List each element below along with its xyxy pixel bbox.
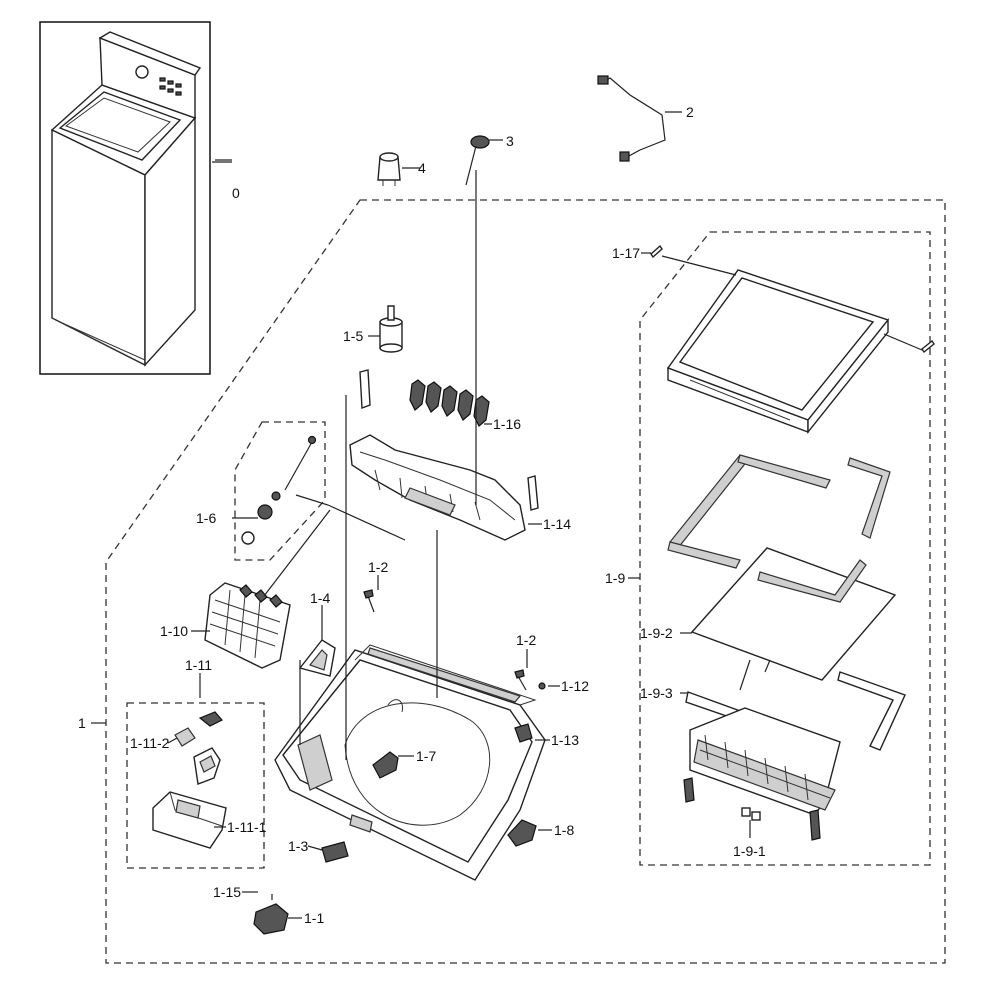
label-1-6: 1-6 xyxy=(196,510,216,526)
label-1-11-1: 1-11-1 xyxy=(227,819,267,835)
label-1-9-1: 1-9-1 xyxy=(733,843,766,859)
label-3: 3 xyxy=(506,133,514,149)
assembly-1-boundary xyxy=(105,199,946,964)
label-1-8: 1-8 xyxy=(554,822,574,838)
connector-lines xyxy=(91,111,923,919)
label-1-5: 1-5 xyxy=(343,328,363,344)
part-1-16-switch-block xyxy=(409,379,490,427)
washer-illustration xyxy=(50,31,202,367)
part-4-cap xyxy=(377,152,401,186)
label-1-15: 1-15 xyxy=(213,884,241,900)
part-1-8-hinge xyxy=(507,819,537,847)
part-1-14-frame xyxy=(349,369,539,541)
label-1-2-b: 1-2 xyxy=(516,632,536,648)
label-1-11: 1-11 xyxy=(185,657,212,673)
assembly-1-11-boundary xyxy=(126,702,265,869)
part-1-12-nut xyxy=(538,682,546,690)
part-1-9-lid-assembly xyxy=(650,244,935,841)
label-1-7: 1-7 xyxy=(416,748,436,764)
label-0: 0 xyxy=(232,185,240,201)
part-1-2-screw-a xyxy=(363,589,375,613)
label-1-16: 1-16 xyxy=(493,416,521,432)
part-labels: 0 1 2 3 4 1-5 1-16 1-14 1-6 1-2 1-4 1-10… xyxy=(78,104,766,926)
label-1-10: 1-10 xyxy=(160,623,188,639)
label-1-12: 1-12 xyxy=(561,678,589,694)
part-1-6-shaft-assembly xyxy=(241,435,317,545)
part-3-sensor xyxy=(465,135,490,186)
part-1-3-block xyxy=(321,841,349,863)
label-1-1: 1-1 xyxy=(304,910,324,926)
label-1-17: 1-17 xyxy=(612,245,640,261)
assembly-1-6-boundary xyxy=(234,421,326,561)
part-1-1-lock xyxy=(253,894,289,935)
label-1-9-2: 1-9-2 xyxy=(640,625,673,641)
main-top-cover xyxy=(274,644,546,881)
part-1-4-cover xyxy=(298,639,336,677)
label-1-4: 1-4 xyxy=(310,590,330,606)
label-1-2-a: 1-2 xyxy=(368,559,388,575)
assembly-1-9-boundary xyxy=(639,231,931,866)
label-1-9: 1-9 xyxy=(605,570,625,586)
label-2: 2 xyxy=(686,104,694,120)
label-1-11-2: 1-11-2 xyxy=(130,735,170,751)
part-1-13-clip xyxy=(514,723,533,743)
part-1-10-dispenser-housing xyxy=(204,582,291,669)
part-1-2-screw-b xyxy=(514,669,527,691)
label-1-9-3: 1-9-3 xyxy=(640,685,673,701)
part-1-5-capacitor xyxy=(379,305,403,353)
label-1-3: 1-3 xyxy=(288,838,308,854)
label-1: 1 xyxy=(78,715,86,731)
part-2-wire-harness xyxy=(597,75,666,162)
label-4: 4 xyxy=(418,160,426,176)
part-1-7-bracket xyxy=(372,751,399,779)
label-1-14: 1-14 xyxy=(543,516,571,532)
label-1-13: 1-13 xyxy=(551,732,579,748)
part-1-11-dispenser-parts xyxy=(152,711,227,849)
washer-frame xyxy=(39,21,211,375)
